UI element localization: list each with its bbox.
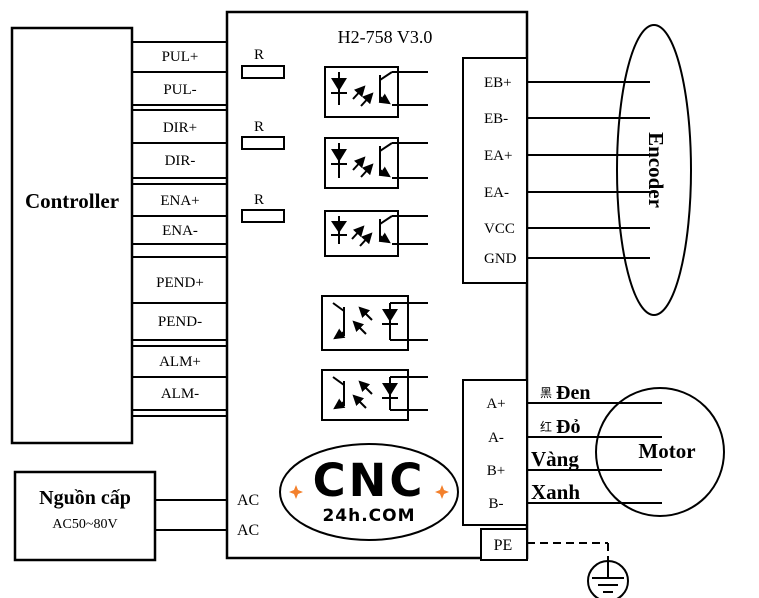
encoder-wires — [527, 81, 650, 259]
resistor-icon-ena: R — [241, 192, 285, 223]
driver-title: H2-758 V3.0 — [338, 27, 433, 47]
optocoupler-output-pend-icon — [321, 295, 428, 351]
wire-color-label-vang: Vàng — [531, 447, 579, 471]
power-supply-label: Nguồn cấp — [39, 487, 131, 509]
signal-label-pend-plus: PEND+ — [156, 275, 204, 291]
signal-label-pend-minus: PEND- — [158, 314, 202, 330]
motor-circle: Motor — [595, 387, 725, 517]
encoder-ellipse: Encoder — [616, 24, 692, 316]
signal-label-dir-plus: DIR+ — [163, 120, 197, 136]
controller-box — [10, 26, 134, 445]
resistor-label: R — [254, 192, 264, 208]
encoder-connector: EB+ EB- EA+ EA- VCC GND — [462, 57, 528, 284]
wire-color-cn-black: 黑 — [540, 386, 552, 400]
pin-label-ea-minus: EA- — [484, 185, 509, 201]
encoder-label: Encoder — [644, 132, 668, 208]
signal-labels: PUL+ PUL- DIR+ DIR- ENA+ ENA- PEND+ PEND… — [156, 49, 204, 402]
signal-label-ena-minus: ENA- — [162, 223, 198, 239]
wire-color-label-do: Đỏ — [556, 416, 580, 438]
signal-label-pul-plus: PUL+ — [162, 49, 199, 65]
resistor-icon-dir: R — [241, 119, 285, 150]
pin-label-ea-plus: EA+ — [484, 148, 512, 164]
signal-label-ena-plus: ENA+ — [160, 193, 199, 209]
signal-cell-borders — [132, 41, 227, 417]
optocoupler-input-dir-icon — [324, 137, 428, 189]
signal-label-pul-minus: PUL- — [163, 82, 196, 98]
logo-domain: 24h.COM — [322, 506, 415, 526]
power-supply-box: Nguồn cấp AC50~80V — [13, 470, 157, 562]
ground-icon — [527, 542, 629, 598]
controller-label: Controller — [25, 189, 119, 213]
signal-label-alm-minus: ALM- — [161, 386, 199, 402]
optocoupler-output-alm-icon — [321, 369, 428, 421]
ac-label-1: AC — [237, 492, 259, 509]
wire-color-label-xanh: Xanh — [531, 480, 580, 504]
pin-label-b-minus: B- — [489, 496, 504, 512]
motor-wire-color-labels: 黑 Đen 红 Đỏ Vàng Xanh — [531, 382, 590, 504]
signal-label-alm-plus: ALM+ — [159, 354, 201, 370]
wire-color-cn-red: 红 — [540, 419, 552, 434]
resistor-label: R — [254, 119, 264, 135]
pin-label-b-plus: B+ — [487, 463, 505, 479]
pin-label-vcc: VCC — [484, 221, 515, 237]
wire-color-label-den: Đen — [556, 382, 590, 404]
optocoupler-input-ena-icon — [324, 210, 428, 257]
power-supply-voltage: AC50~80V — [52, 517, 117, 532]
logo-name: CNC — [313, 454, 426, 507]
ac-wires — [155, 499, 227, 531]
pin-label-eb-plus: EB+ — [484, 75, 512, 91]
pin-label-a-plus: A+ — [486, 396, 505, 412]
logo-sparkle-right — [435, 485, 449, 499]
motor-label: Motor — [638, 439, 695, 463]
logo-sparkle-left — [289, 485, 303, 499]
cnc-logo: CNC 24h.COM — [279, 443, 459, 541]
pe-label: PE — [494, 537, 513, 554]
optocoupler-input-pul-icon — [324, 66, 428, 118]
signal-label-dir-minus: DIR- — [165, 153, 196, 169]
ac-label-2: AC — [237, 522, 259, 539]
resistor-label: R — [254, 47, 264, 63]
pin-label-gnd: GND — [484, 251, 517, 267]
pin-label-a-minus: A- — [488, 430, 504, 446]
motor-connector: A+ A- B+ B- — [462, 379, 528, 526]
pe-terminal: PE — [480, 528, 528, 561]
resistor-icon-pul: R — [241, 47, 285, 79]
motor-wires — [527, 402, 662, 504]
pin-label-eb-minus: EB- — [484, 111, 508, 127]
